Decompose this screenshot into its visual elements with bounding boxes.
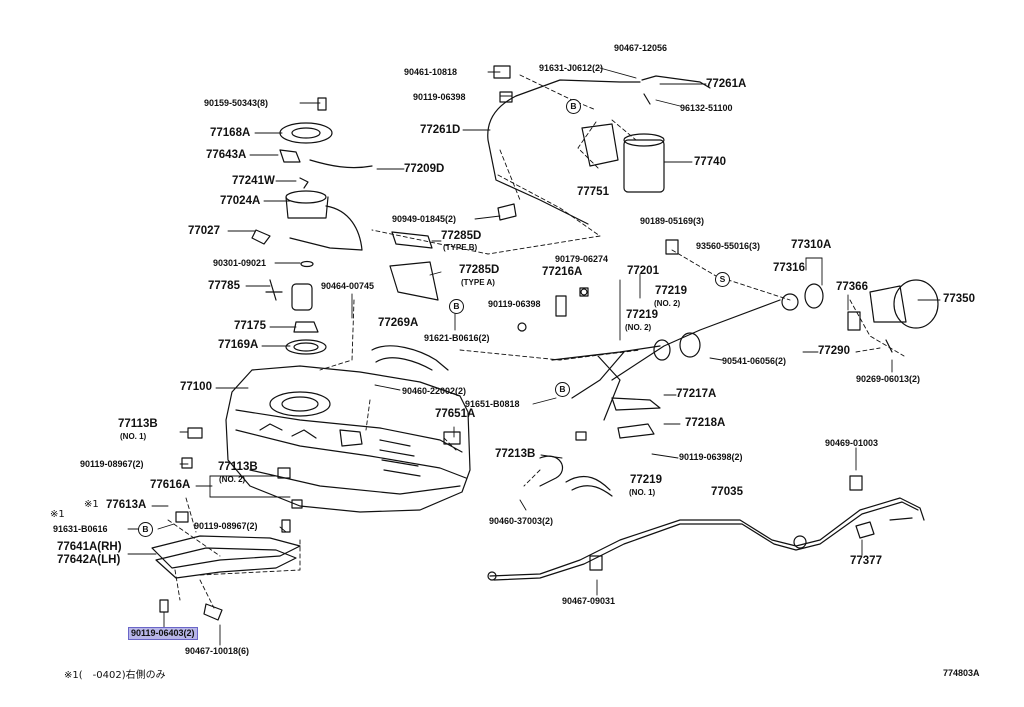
part-77213b[interactable]: 77213B (495, 448, 536, 460)
part-77113b-no2[interactable]: 77113B (218, 461, 258, 473)
part-77024a[interactable]: 77024A (220, 195, 261, 207)
filler-pipe-drawing (371, 239, 781, 497)
type-b-note: (TYPE B) (443, 243, 478, 252)
part-77113b-no1[interactable]: 77113B (118, 418, 158, 430)
diagram-code: 774803A (943, 668, 980, 678)
part-77241w[interactable]: 77241W (232, 175, 275, 187)
part-77613a[interactable]: 77613A (106, 499, 147, 511)
footnote-mark-2: ※1 (50, 509, 65, 520)
part-90301-09021[interactable]: 90301-09021 (213, 258, 267, 268)
ref-mark-b-mid: B (449, 299, 464, 314)
part-77035[interactable]: 77035 (711, 486, 743, 498)
part-77218a[interactable]: 77218A (685, 417, 726, 429)
part-77366[interactable]: 77366 (836, 281, 868, 293)
part-77285d-type-b[interactable]: 77285D (441, 230, 482, 242)
part-77219-low[interactable]: 77219 (630, 474, 662, 486)
part-77269a[interactable]: 77269A (378, 317, 419, 329)
no2-note-top: (NO. 2) (654, 299, 681, 308)
fuel-tank-drawing (225, 365, 471, 513)
part-77100[interactable]: 77100 (180, 381, 212, 393)
part-77310a[interactable]: 77310A (791, 239, 832, 251)
pump-components-drawing (251, 97, 373, 355)
no2-note-low: (NO. 2) (219, 475, 246, 484)
part-93560-55016[interactable]: 93560-55016(3) (696, 241, 761, 251)
vent-tube-drawing (389, 65, 711, 301)
part-77169a[interactable]: 77169A (218, 339, 259, 351)
part-91651-b0818[interactable]: 91651-B0818 (465, 399, 520, 409)
part-77651a[interactable]: 77651A (435, 408, 476, 420)
part-90119-06398-low[interactable]: 90119-06398(2) (679, 452, 743, 462)
part-91621-b0616[interactable]: 91621-B0616(2) (424, 333, 490, 343)
part-90541-06056[interactable]: 90541-06056(2) (722, 356, 787, 366)
part-77201[interactable]: 77201 (627, 265, 659, 277)
part-77785[interactable]: 77785 (208, 280, 240, 292)
part-77642a-lh[interactable]: 77642A(LH) (57, 554, 121, 566)
part-77290[interactable]: 77290 (818, 345, 850, 357)
ref-mark-b-left: B (138, 522, 153, 537)
fuel-cap-drawing (781, 279, 939, 353)
part-96132-51100[interactable]: 96132-51100 (680, 103, 733, 113)
part-77641a-rh[interactable]: 77641A(RH) (57, 541, 122, 553)
part-90159-50343[interactable]: 90159-50343(8) (204, 98, 269, 108)
part-77285d-type-a[interactable]: 77285D (459, 264, 500, 276)
part-77175[interactable]: 77175 (234, 320, 266, 332)
part-90119-08967-left[interactable]: 90119-08967(2) (80, 459, 144, 469)
part-77209d[interactable]: 77209D (404, 163, 445, 175)
part-90119-06403-highlighted[interactable]: 90119-06403(2) (128, 627, 198, 640)
part-90460-37003[interactable]: 90460-37003(2) (489, 516, 554, 526)
part-77168a[interactable]: 77168A (210, 127, 251, 139)
part-90467-10018[interactable]: 90467-10018(6) (185, 646, 250, 656)
part-77216a[interactable]: 77216A (542, 266, 583, 278)
part-77217a[interactable]: 77217A (676, 388, 717, 400)
no1-note: (NO. 1) (120, 432, 147, 441)
part-90461-10818[interactable]: 90461-10818 (404, 67, 458, 77)
part-90469-01003[interactable]: 90469-01003 (825, 438, 879, 448)
part-90467-12056[interactable]: 90467-12056 (614, 43, 668, 53)
footnote-text: ※1( -0402)右側のみ (64, 670, 166, 681)
part-91631-j0612[interactable]: 91631-J0612(2) (539, 63, 604, 73)
part-77740[interactable]: 77740 (694, 156, 726, 168)
part-77377[interactable]: 77377 (850, 555, 882, 567)
part-77219-mid[interactable]: 77219 (626, 309, 658, 321)
part-77261d[interactable]: 77261D (420, 124, 461, 136)
part-90460-22002[interactable]: 90460-22002(2) (402, 386, 467, 396)
part-90119-06398-top[interactable]: 90119-06398 (413, 92, 466, 102)
part-77261a[interactable]: 77261A (706, 78, 747, 90)
part-90179-06274[interactable]: 90179-06274 (555, 254, 609, 264)
part-77350[interactable]: 77350 (943, 293, 975, 305)
fuel-tube-drawing (487, 475, 925, 581)
part-91631-b0616[interactable]: 91631-B0616 (53, 524, 108, 534)
footnote-mark-1: ※1 (84, 499, 99, 510)
part-90464-00745[interactable]: 90464-00745 (321, 281, 375, 291)
ref-mark-b-top: B (566, 99, 581, 114)
part-90269-06013[interactable]: 90269-06013(2) (856, 374, 921, 384)
leader-lines (127, 67, 941, 646)
part-77643a[interactable]: 77643A (206, 149, 247, 161)
part-90949-01845[interactable]: 90949-01845(2) (392, 214, 457, 224)
type-a-note: (TYPE A) (461, 278, 495, 287)
part-77751[interactable]: 77751 (577, 186, 609, 198)
part-90119-06398-mid[interactable]: 90119-06398 (488, 299, 541, 309)
no2-note-mid: (NO. 2) (625, 323, 652, 332)
part-90119-08967-right[interactable]: 90119-08967(2) (194, 521, 258, 531)
part-77219-top[interactable]: 77219 (655, 285, 687, 297)
part-90467-09031[interactable]: 90467-09031 (562, 596, 616, 606)
no1-note-low: (NO. 1) (629, 488, 656, 497)
protector-plates-drawing (151, 427, 303, 621)
part-90189-05169[interactable]: 90189-05169(3) (640, 216, 705, 226)
part-77316[interactable]: 77316 (773, 262, 805, 274)
part-77616a[interactable]: 77616A (150, 479, 191, 491)
ref-mark-s: S (715, 272, 730, 287)
part-77027[interactable]: 77027 (188, 225, 220, 237)
ref-mark-b-low: B (555, 382, 570, 397)
